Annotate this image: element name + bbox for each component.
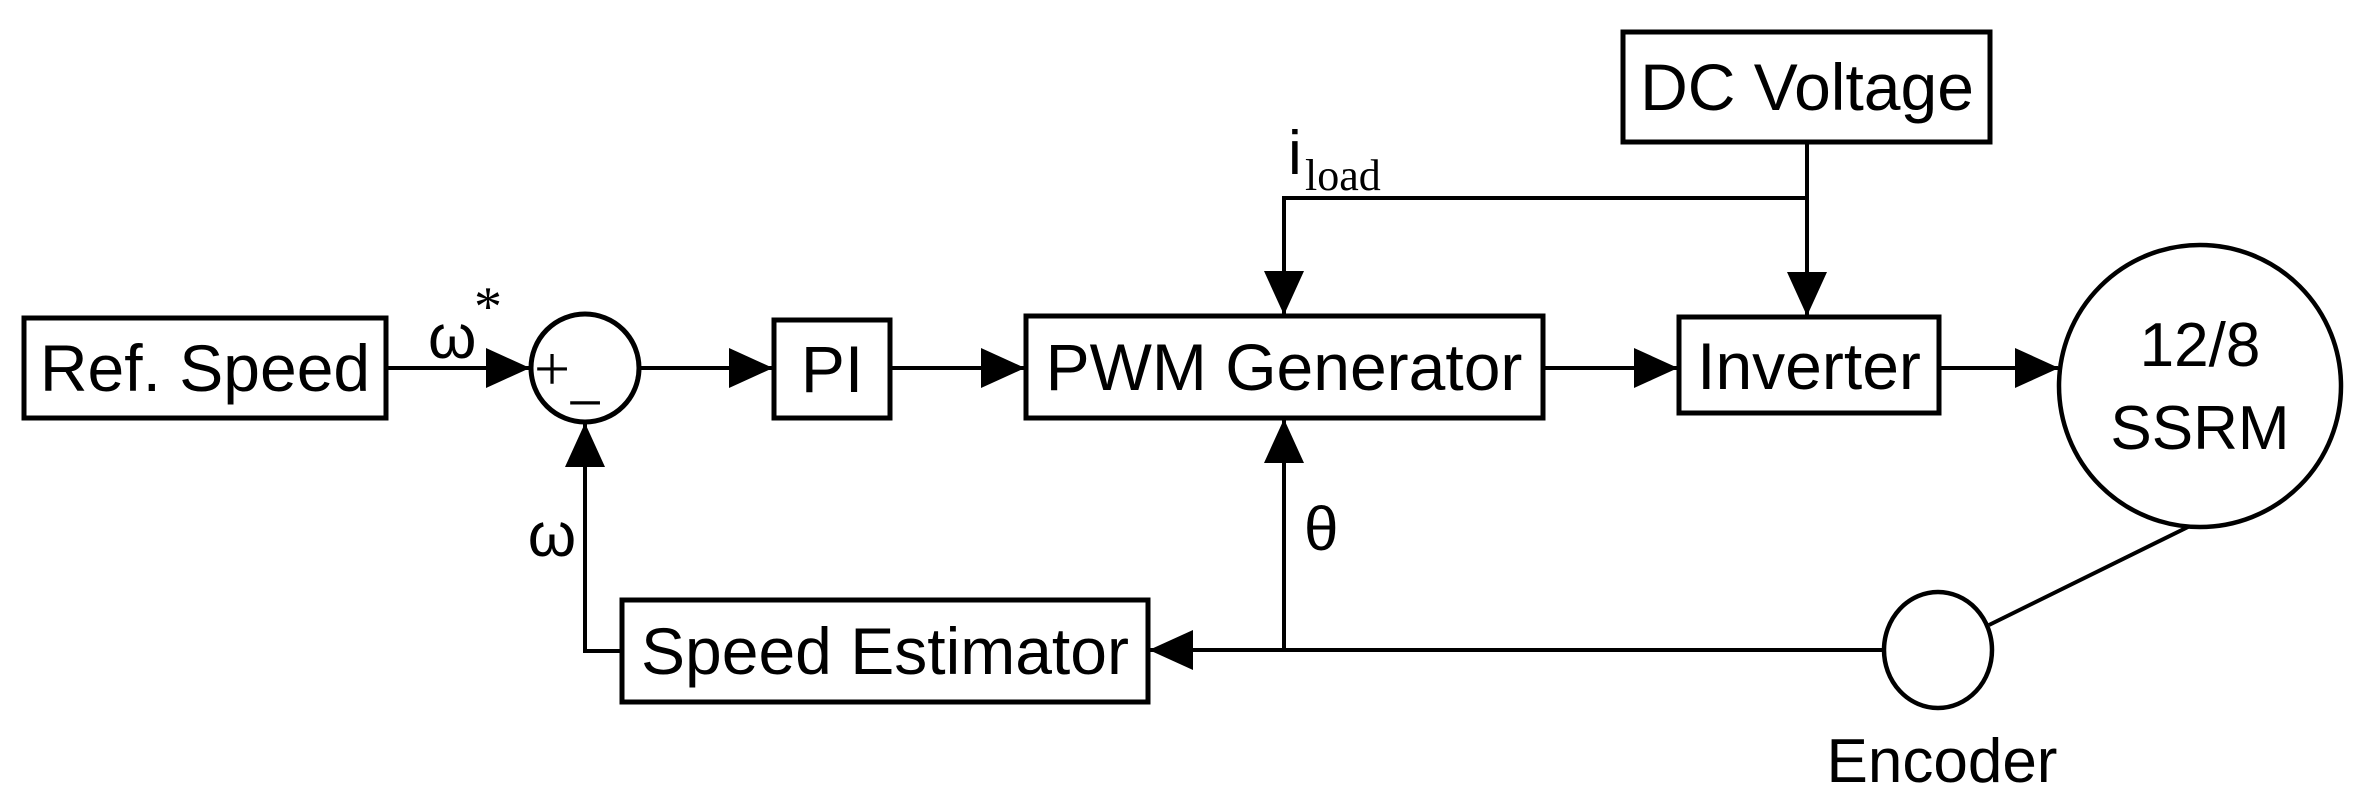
- load-current-subscript: load: [1305, 151, 1381, 200]
- block-pwm-generator: PWM Generator: [1023, 313, 1546, 421]
- wire-estimator-to-sum: [565, 423, 622, 653]
- node-motor: 12/8 SSRM: [2056, 242, 2344, 530]
- block-ref-speed: Ref. Speed: [21, 315, 389, 421]
- block-inverter: Inverter: [1676, 314, 1942, 416]
- speed-estimator-box: [619, 597, 1151, 705]
- ref-speed-box: [21, 315, 389, 421]
- label-rotor-position: θ: [1304, 495, 1338, 564]
- summing-junction-circle: [528, 311, 642, 425]
- shaft-motor-to-encoder: [1988, 524, 2191, 627]
- ref-speed-label: Ref. Speed: [40, 331, 370, 405]
- motor-label-line2: SSRM: [2110, 394, 2289, 463]
- wire-load-current-to-pwm: [1264, 196, 1807, 315]
- rotor-position-symbol: θ: [1304, 495, 1338, 564]
- summing-junction: + −: [528, 311, 642, 438]
- encoder-label: Encoder: [1827, 727, 2058, 796]
- label-load-current: i load: [1288, 119, 1381, 200]
- block-pi-controller: PI: [771, 317, 893, 421]
- summing-minus-sign: −: [567, 367, 603, 438]
- speed-estimator-label: Speed Estimator: [641, 614, 1129, 688]
- inverter-label: Inverter: [1697, 329, 1921, 403]
- pwm-generator-box: [1023, 313, 1546, 421]
- load-current-symbol: i: [1288, 119, 1302, 188]
- label-measured-speed: ω: [528, 501, 576, 570]
- pi-box: [771, 317, 893, 421]
- summing-plus-sign: +: [534, 333, 570, 404]
- reference-speed-symbol: ω: [428, 303, 476, 372]
- dc-voltage-box: [1620, 29, 1993, 145]
- pwm-generator-label: PWM Generator: [1046, 330, 1523, 404]
- node-encoder: Encoder: [1827, 589, 2058, 796]
- dc-voltage-label: DC Voltage: [1640, 50, 1974, 124]
- label-reference-speed: ω *: [428, 276, 502, 372]
- inverter-box: [1676, 314, 1942, 416]
- motor-label-line1: 12/8: [2140, 311, 2261, 380]
- reference-speed-superscript: *: [474, 276, 502, 338]
- motor-circle: [2056, 242, 2344, 530]
- measured-speed-symbol: ω: [528, 501, 576, 570]
- encoder-circle: [1881, 589, 1995, 711]
- block-dc-voltage: DC Voltage: [1620, 29, 1993, 145]
- pi-label: PI: [801, 332, 863, 406]
- block-speed-estimator: Speed Estimator: [619, 597, 1151, 705]
